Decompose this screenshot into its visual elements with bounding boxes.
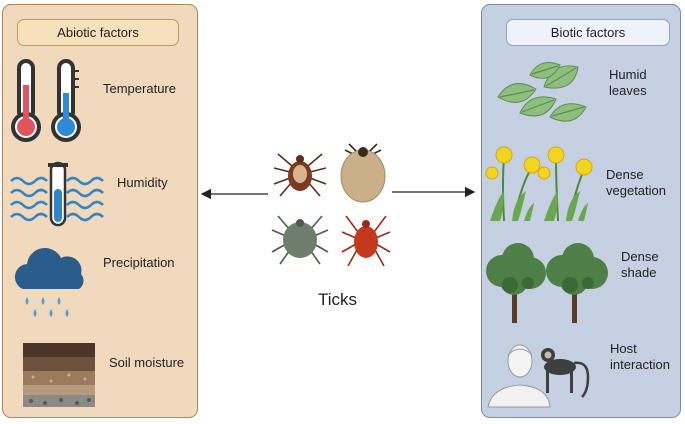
- abiotic-item-temperature: Temperature: [103, 81, 176, 96]
- biotic-item-humid-leaves: Humid leaves: [609, 67, 647, 99]
- biotic-item-humid-leaves-line2: leaves: [609, 83, 647, 98]
- biotic-item-dense-shade-line2: shade: [621, 265, 657, 280]
- abiotic-item-humidity: Humidity: [117, 175, 168, 190]
- trees-icon: [486, 243, 608, 323]
- abiotic-factors-title: Abiotic factors: [17, 19, 179, 46]
- biotic-item-humid-leaves-line1: Humid: [609, 67, 647, 82]
- tick-icon: [271, 215, 329, 265]
- biotic-item-host-interaction: Host interaction: [610, 341, 670, 373]
- biotic-item-dense-vegetation-line1: Dense: [606, 167, 644, 182]
- biotic-item-dense-vegetation-line2: vegetation: [606, 183, 666, 198]
- tick-icon: [341, 215, 391, 267]
- biotic-item-dense-vegetation: Dense vegetation: [606, 167, 666, 199]
- ticks-label: Ticks: [318, 290, 358, 309]
- biotic-item-dense-shade: Dense shade: [621, 249, 659, 281]
- ticks-group: [271, 143, 391, 267]
- thermometer-icon: [11, 59, 81, 142]
- tick-icon: [273, 153, 327, 197]
- biotic-item-dense-shade-line1: Dense: [621, 249, 659, 264]
- tick-icon: [340, 143, 386, 203]
- dandelion-icon: [485, 146, 593, 222]
- biotic-item-host-interaction-line1: Host: [610, 341, 637, 356]
- humidity-icon: [10, 161, 104, 227]
- biotic-factors-panel: Biotic factors Humid leaves: [481, 4, 681, 418]
- biotic-factors-title: Biotic factors: [506, 19, 670, 46]
- abiotic-item-soil-moisture: Soil moisture: [109, 355, 185, 370]
- rain-cloud-icon: [14, 248, 84, 317]
- leaves-icon: [497, 62, 587, 122]
- biotic-item-host-interaction-line2: interaction: [610, 357, 670, 372]
- human-monkey-icon: [487, 344, 590, 408]
- soil-layers-icon: [23, 343, 95, 407]
- abiotic-item-precipitation: Precipitation: [103, 255, 175, 270]
- abiotic-factors-panel: Abiotic factors Temperature: [2, 4, 198, 418]
